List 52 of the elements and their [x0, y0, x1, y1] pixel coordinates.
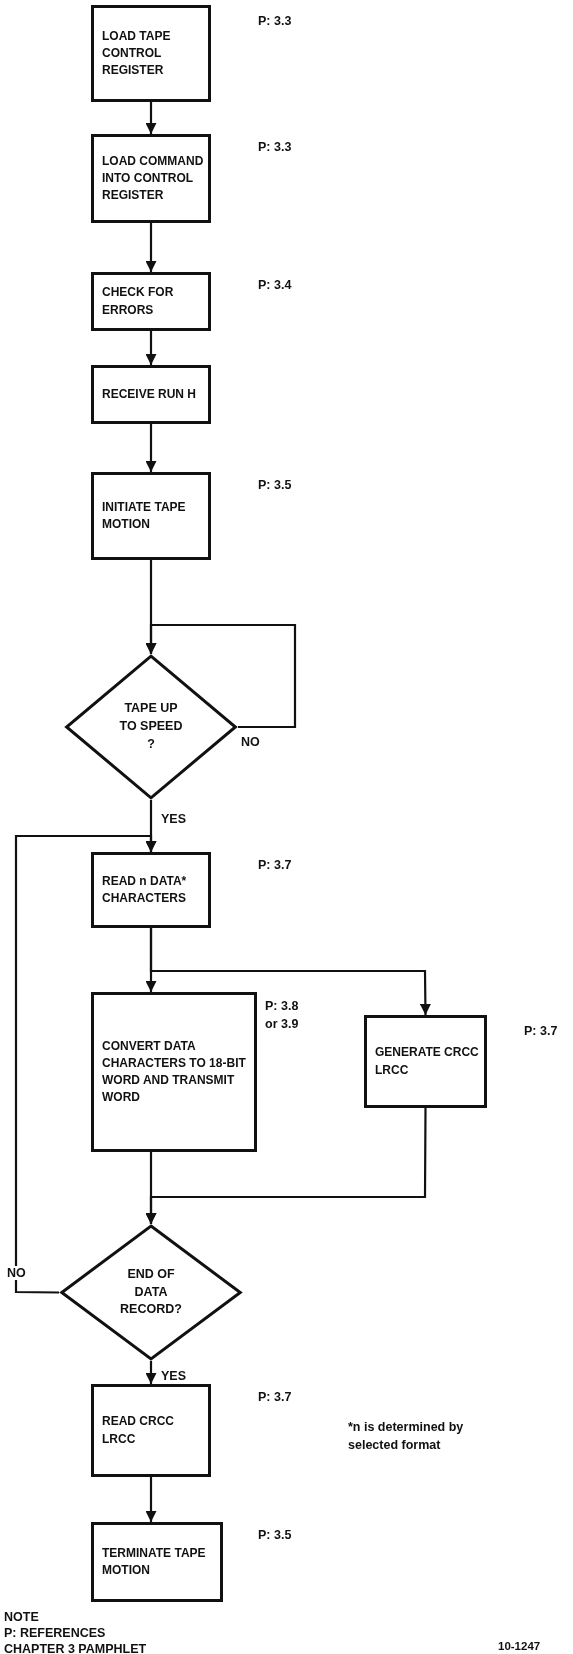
- step-text: TERMINATE TAPE MOTION: [102, 1544, 207, 1579]
- page-reference: P: 3.4: [258, 278, 292, 292]
- page-reference: P: 3.7: [258, 858, 292, 872]
- page-reference: P: 3.5: [258, 478, 292, 492]
- edge-label: YES: [160, 812, 187, 826]
- process-box: [91, 852, 211, 928]
- note-text: NOTE: [4, 1610, 39, 1624]
- flow-arrow: [145, 623, 297, 729]
- step-text: END OF DATA RECORD?: [119, 1265, 183, 1319]
- step-text: GENERATE CRCC LRCC: [375, 1044, 480, 1079]
- flow-arrow: [145, 331, 157, 365]
- flow-arrow: [145, 424, 157, 472]
- step-text: CONVERT DATA CHARACTERS TO 18-BIT WORD AND TRANSMIT WORD: [102, 1037, 247, 1107]
- step-text: INITIATE TAPE MOTION: [102, 498, 187, 533]
- process-box: [91, 472, 211, 560]
- process-box: [91, 272, 211, 331]
- page-reference: P: 3.5: [258, 1528, 292, 1542]
- process-box: [91, 5, 211, 102]
- edge-label: NO: [6, 1266, 27, 1280]
- process-box: [364, 1015, 487, 1108]
- note-text: P: REFERENCES: [4, 1626, 106, 1640]
- edge-label: YES: [160, 1369, 187, 1383]
- step-text: TAPE UP TO SPEED ?: [118, 700, 184, 753]
- page-reference: P: 3.7: [524, 1024, 558, 1038]
- flow-arrow: [14, 834, 157, 1294]
- step-text: LOAD TAPE CONTROL REGISTER: [102, 27, 172, 79]
- step-text: CHECK FOR ERRORS: [102, 284, 175, 319]
- process-box: [91, 1522, 223, 1602]
- figure-number: 10-1247: [498, 1640, 541, 1652]
- page-reference: P: 3.7: [258, 1390, 292, 1404]
- page-reference: P: 3.3: [258, 140, 292, 154]
- edge-label: NO: [240, 735, 261, 749]
- note-text: CHAPTER 3 PAMPHLET: [4, 1642, 147, 1654]
- flow-arrow: [145, 1361, 157, 1384]
- step-text: RECEIVE RUN H: [102, 386, 196, 403]
- page-reference: P: 3.3: [258, 14, 292, 28]
- step-text: LOAD COMMAND INTO CONTROL REGISTER: [102, 152, 204, 204]
- decision-diamond: [59, 1224, 243, 1361]
- page-reference: P: 3.8 or 3.9: [265, 998, 300, 1033]
- process-box: [91, 365, 211, 424]
- flow-arrow: [145, 102, 157, 134]
- step-text: READ CRCC LRCC: [102, 1413, 175, 1448]
- flow-arrow: [145, 1108, 427, 1224]
- step-text: READ n DATA* CHARACTERS: [102, 872, 188, 907]
- decision-diamond: [64, 654, 238, 800]
- process-box: [91, 1384, 211, 1477]
- process-box: [91, 992, 257, 1152]
- flow-arrow: [145, 223, 157, 272]
- process-box: [91, 134, 211, 223]
- flow-arrow: [149, 928, 431, 1015]
- footnote: *n is determined by selected format: [348, 1419, 465, 1455]
- flow-arrow: [145, 1477, 157, 1522]
